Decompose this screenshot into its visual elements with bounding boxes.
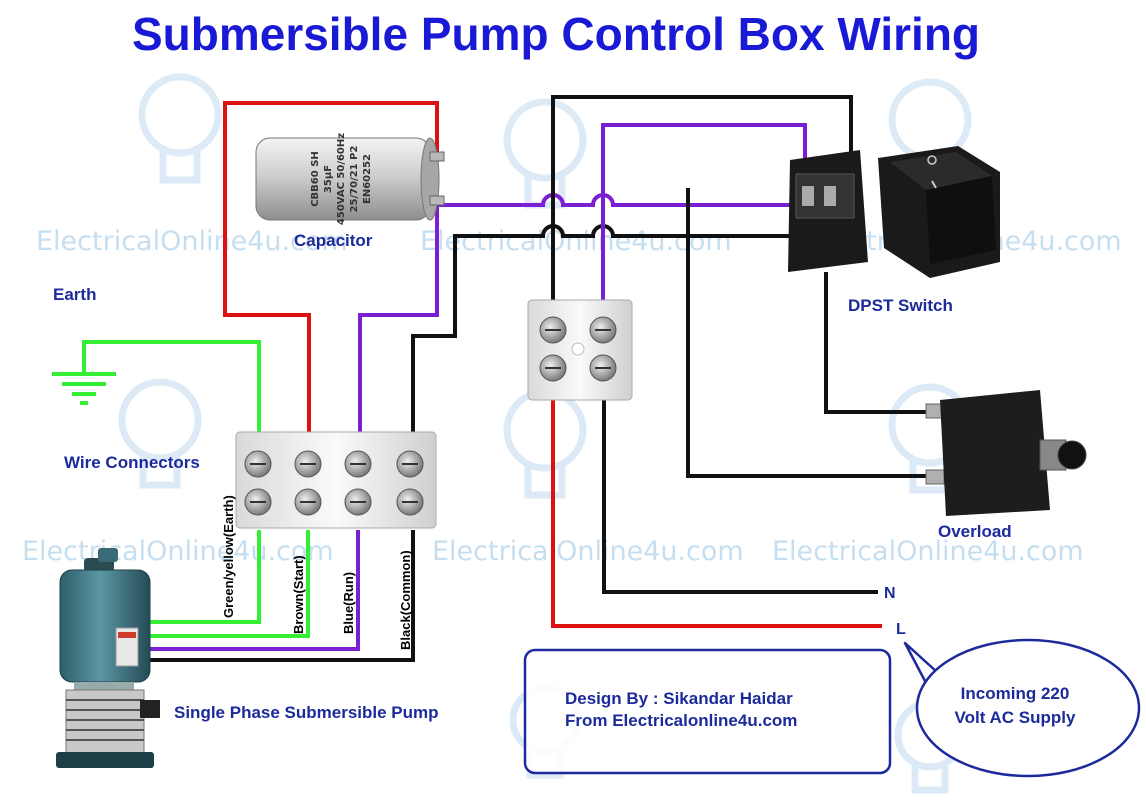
- connector-cell-start: [294, 450, 322, 516]
- wire-green-pump-brown: [138, 530, 310, 638]
- credits-designer: Design By : Sikandar Haidar: [565, 689, 793, 708]
- wire-green-earth-ground: [82, 340, 261, 432]
- capacitor-print: 450VAC 50/60Hz: [336, 133, 347, 225]
- supply-line1: Incoming 220: [961, 684, 1070, 703]
- diagram-title: Submersible Pump Control Box Wiring: [132, 8, 980, 60]
- bulb-icon: [503, 98, 587, 209]
- connector-cell-run: [344, 450, 372, 516]
- wire-black-switch-overload: [824, 272, 936, 414]
- wire-label-earth: Green/yellow(Earth): [221, 495, 236, 618]
- wire-red-capacitor-start: [223, 101, 439, 432]
- watermark-text: ElectricalOnline4u.com: [772, 536, 1084, 567]
- wire-black-connector-switch: [551, 95, 853, 300]
- wire-purple-capacitor-run: [358, 205, 439, 432]
- wire-connectors-label: Wire Connectors: [64, 453, 200, 472]
- connector-cell-common: [396, 450, 424, 516]
- capacitor-print: 35μF: [323, 165, 334, 193]
- wire-connector-block: [235, 431, 437, 529]
- switch-on-symbol: [931, 180, 937, 189]
- capacitor-print: EN60252: [362, 154, 373, 204]
- earth-label: Earth: [53, 285, 96, 304]
- line-label: L: [896, 621, 906, 638]
- earth-ground-icon: [52, 372, 116, 405]
- credits-website: From Electricalonline4u.com: [565, 711, 797, 730]
- capacitor: CBB60 SH 35μF 450VAC 50/60Hz 25/70/21 P2…: [255, 133, 445, 225]
- switch-off-symbol: [927, 155, 937, 165]
- supply-connector-block: [527, 299, 633, 401]
- wire-purple-capacitor-switch: [437, 193, 800, 207]
- credits-box: Design By : Sikandar Haidar From Electri…: [523, 648, 892, 775]
- bulb-icon: [118, 378, 202, 489]
- submersible-pump: [56, 548, 160, 768]
- dpst-switch-label: DPST Switch: [848, 296, 953, 315]
- wire-green-pump-earth: [138, 530, 261, 624]
- wire-black-common-switch: [411, 224, 822, 432]
- capacitor-terminal: [429, 195, 445, 206]
- bulb-icon: [503, 388, 587, 499]
- wire-label-start: Brown(Start): [291, 555, 306, 634]
- supply-callout: Incoming 220 Volt AC Supply: [903, 638, 1141, 778]
- wire-black-pump-common: [138, 530, 415, 662]
- neutral-label: N: [884, 585, 896, 602]
- capacitor-terminal: [429, 151, 445, 162]
- supply-line2: Volt AC Supply: [955, 708, 1076, 727]
- watermark-text: ElectricalOnline4u.com: [432, 536, 744, 567]
- capacitor-print: 25/70/21 P2: [349, 146, 360, 213]
- wire-line: [551, 400, 882, 628]
- capacitor-label: Capacitor: [294, 231, 373, 250]
- wire-purple-pump-run: [138, 530, 360, 651]
- overload-label: Overload: [938, 522, 1012, 541]
- connector-cell-earth: [244, 450, 272, 516]
- overload-protector: [925, 390, 1087, 516]
- watermark-text: ElectricalOnline4u.com: [22, 536, 334, 567]
- overload-terminal: [925, 469, 945, 485]
- wire-label-run: Blue(Run): [341, 572, 356, 634]
- wire-black-overload-return: [686, 188, 936, 478]
- watermark-text: ElectricalOnline4u.com: [36, 226, 348, 257]
- watermark-text: ElectricalOnline4u.com: [420, 226, 732, 257]
- wire-purple-connector-switch: [601, 123, 807, 300]
- pump-label: Single Phase Submersible Pump: [174, 703, 439, 722]
- bulb-icon: [138, 73, 222, 184]
- capacitor-print: CBB60 SH: [310, 151, 321, 207]
- wire-neutral: [602, 400, 878, 594]
- dpst-switch: [788, 146, 1000, 278]
- wire-label-common: Black(Common): [398, 550, 413, 650]
